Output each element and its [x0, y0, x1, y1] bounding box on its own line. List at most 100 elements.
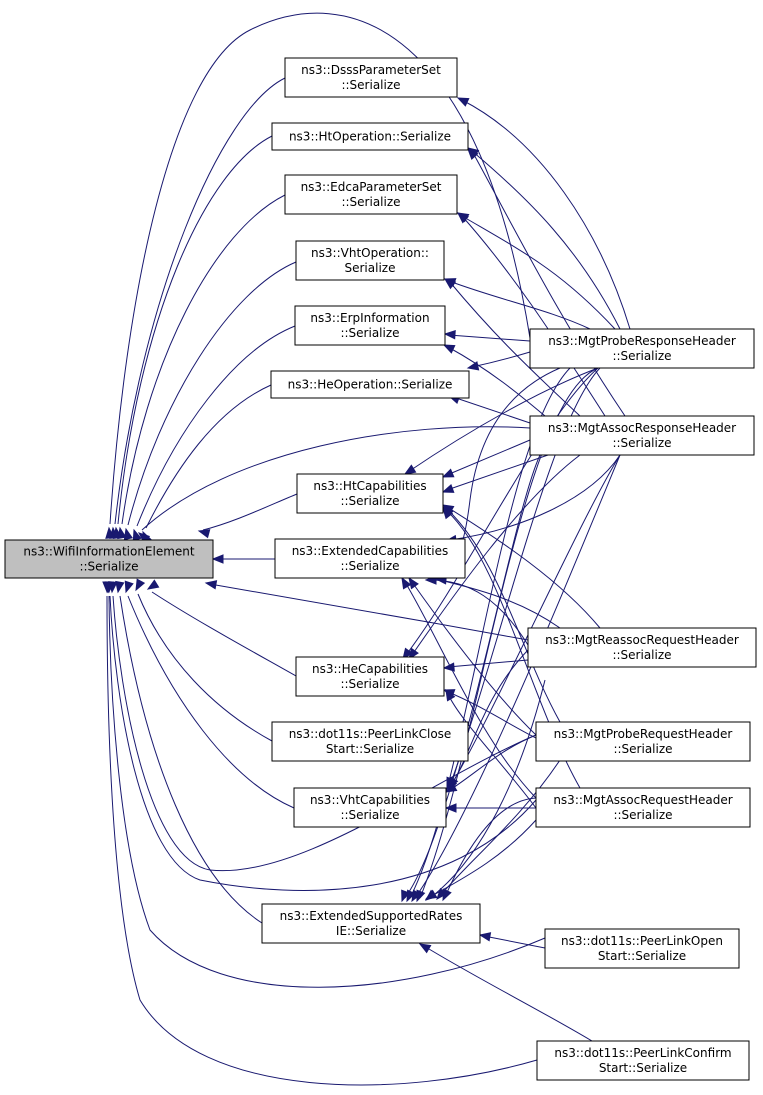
node-plconfirm[interactable]: ns3::dot11s::PeerLinkConfirmStart::Seria… — [536, 1040, 750, 1081]
arrowhead-icon — [424, 889, 438, 901]
call-edge — [439, 579, 561, 629]
arrowhead-icon — [197, 529, 211, 539]
node-label: ns3::HeOperation::Serialize — [288, 378, 453, 392]
call-edge — [117, 135, 273, 525]
arrowhead-icon — [442, 344, 456, 354]
node-label: ns3::MgtAssocResponseHeader — [548, 421, 736, 435]
arrowhead-icon — [442, 888, 452, 902]
node-box — [527, 627, 757, 668]
call-edge — [471, 150, 626, 417]
call-edge — [447, 691, 537, 739]
node-label: ::Serialize — [340, 808, 399, 822]
node-wifi-ie[interactable]: ns3::WifiInformationElement::Serialize — [4, 539, 214, 579]
node-plopen[interactable]: ns3::dot11s::PeerLinkOpenStart::Serializ… — [544, 928, 740, 969]
node-htcap[interactable]: ns3::HtCapabilities::Serialize — [296, 473, 444, 514]
call-edge — [449, 454, 621, 541]
arrowhead-icon — [401, 576, 412, 590]
call-edge — [409, 367, 571, 899]
node-box — [535, 721, 751, 762]
node-plclose[interactable]: ns3::dot11s::PeerLinkCloseStart::Seriali… — [271, 721, 469, 762]
node-label: Serialize — [345, 261, 396, 275]
call-edge — [127, 261, 297, 526]
node-label: ::Serialize — [612, 648, 671, 662]
call-edge — [136, 325, 296, 527]
node-label: ns3::WifiInformationElement — [23, 545, 195, 559]
call-edge — [449, 734, 537, 791]
node-vhtcap[interactable]: ns3::VhtCapabilities::Serialize — [293, 787, 447, 828]
node-box — [270, 370, 470, 399]
node-label: ::Serialize — [612, 349, 671, 363]
call-edge — [446, 439, 531, 476]
node-edca[interactable]: ns3::EdcaParameterSet::Serialize — [284, 174, 458, 215]
node-label: ns3::dot11s::PeerLinkClose — [289, 727, 452, 741]
node-box — [529, 415, 755, 456]
node-label: ns3::ExtendedSupportedRates — [280, 909, 463, 923]
node-box — [284, 57, 458, 98]
node-htop[interactable]: ns3::HtOperation::Serialize — [271, 122, 469, 151]
node-reassoc-req[interactable]: ns3::MgtReassocRequestHeader::Serialize — [527, 627, 757, 668]
call-edge — [119, 595, 263, 924]
arrowhead-icon — [146, 579, 160, 590]
call-edge — [411, 454, 581, 656]
node-label: ns3::VhtOperation:: — [311, 246, 429, 260]
call-edge — [411, 581, 537, 736]
arrowhead-icon — [124, 580, 134, 594]
node-probe-resp[interactable]: ns3::MgtProbeResponseHeader::Serialize — [529, 328, 755, 369]
node-hecap[interactable]: ns3::HeCapabilities::Serialize — [295, 656, 445, 697]
node-label: ns3::EdcaParameterSet — [301, 180, 442, 194]
call-edge — [407, 367, 599, 473]
call-edge — [114, 77, 286, 525]
arrowhead-icon — [211, 554, 224, 564]
arrowhead-icon — [204, 580, 218, 590]
node-extcap[interactable]: ns3::ExtendedCapabilities::Serialize — [274, 538, 466, 579]
node-label: ns3::HtCapabilities — [313, 479, 426, 493]
call-edge — [461, 215, 616, 330]
call-edge — [451, 454, 621, 785]
arrowhead-icon — [442, 506, 454, 520]
node-box — [295, 656, 445, 697]
arrowhead-icon — [456, 212, 469, 224]
node-assoc-req[interactable]: ns3::MgtAssocRequestHeader::Serialize — [535, 787, 751, 828]
arrowhead-icon — [115, 580, 125, 594]
arrowhead-icon — [408, 647, 419, 661]
arrowhead-icon — [445, 688, 456, 702]
node-label: ns3::VhtCapabilities — [310, 793, 430, 807]
call-edge — [405, 367, 599, 656]
node-label: ns3::MgtProbeRequestHeader — [554, 727, 733, 741]
node-dsss[interactable]: ns3::DsssParameterSet::Serialize — [284, 57, 458, 98]
call-edge — [112, 595, 537, 872]
node-label: ns3::dot11s::PeerLinkConfirm — [554, 1046, 731, 1060]
node-assoc-resp[interactable]: ns3::MgtAssocResponseHeader::Serialize — [529, 415, 755, 456]
arrowhead-icon — [135, 578, 146, 592]
call-edge — [108, 595, 546, 988]
arrowhead-icon — [442, 662, 455, 672]
call-edge — [202, 493, 298, 531]
call-edge — [446, 454, 549, 491]
node-label: ns3::HeCapabilities — [312, 662, 428, 676]
node-label: ::Serialize — [341, 195, 400, 209]
call-edge — [141, 426, 531, 531]
call-edge — [127, 595, 295, 809]
call-edge — [461, 99, 631, 330]
call-edge — [446, 506, 601, 629]
node-label: Start::Serialize — [599, 1061, 687, 1075]
node-label: ns3::dot11s::PeerLinkOpen — [561, 934, 723, 948]
call-edge — [447, 346, 546, 417]
call-edge — [145, 384, 272, 529]
node-label: ::Serialize — [341, 78, 400, 92]
node-box — [284, 174, 458, 215]
arrowhead-icon — [444, 803, 457, 813]
node-erp[interactable]: ns3::ErpInformation::Serialize — [294, 305, 446, 346]
node-vhtop[interactable]: ns3::VhtOperation::Serialize — [295, 240, 445, 281]
call-edge — [461, 215, 606, 417]
node-label: ns3::ErpInformation — [310, 311, 429, 325]
arrowhead-icon — [443, 330, 456, 340]
call-edge — [446, 508, 561, 723]
node-label: ::Serialize — [79, 560, 138, 574]
call-edge — [209, 583, 529, 641]
node-label: ::Serialize — [340, 494, 399, 508]
call-edge — [121, 194, 286, 525]
node-probe-req[interactable]: ns3::MgtProbeRequestHeader::Serialize — [535, 721, 751, 762]
node-heop[interactable]: ns3::HeOperation::Serialize — [270, 370, 470, 399]
